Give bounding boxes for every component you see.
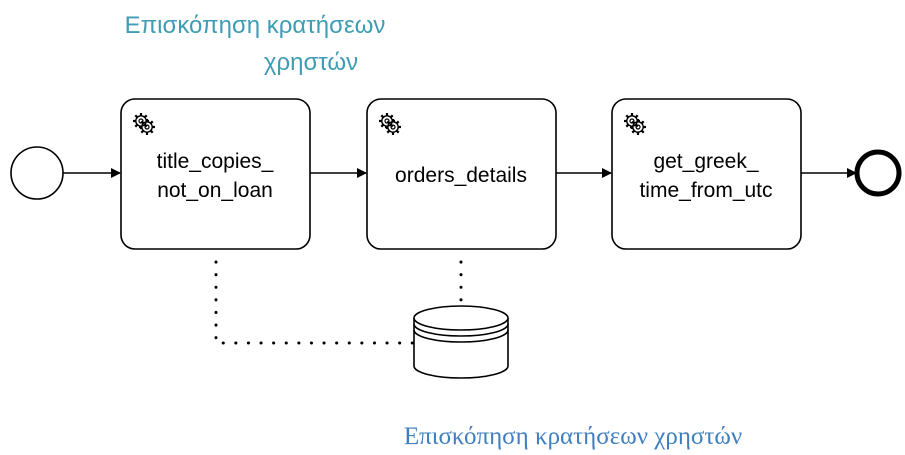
service-task-3[interactable]: get_greek_ time_from_utc — [611, 98, 802, 250]
end-event[interactable] — [854, 149, 902, 197]
diagram-caption: Επισκόπηση κρατήσεων χρηστών — [404, 423, 742, 450]
data-association-task-1 — [214, 260, 415, 345]
task-1-label-line-1: title_copies_ — [157, 150, 274, 173]
task-2-label: orders_details — [395, 164, 527, 187]
task-1-label-line-2: not_on_loan — [157, 179, 273, 202]
task-3-label-line-2: time_from_utc — [639, 179, 772, 202]
database-icon[interactable] — [413, 305, 509, 379]
diagram-title-line-1: Επισκόπηση κρατήσεων — [125, 12, 386, 39]
diagram-title-line-2: χρηστών — [264, 49, 358, 76]
task-3-label-line-1: get_greek_ — [653, 150, 758, 173]
start-event[interactable] — [10, 146, 64, 200]
service-task-2[interactable]: orders_details — [366, 98, 557, 250]
service-task-1[interactable]: title_copies_ not_on_loan — [120, 98, 311, 250]
